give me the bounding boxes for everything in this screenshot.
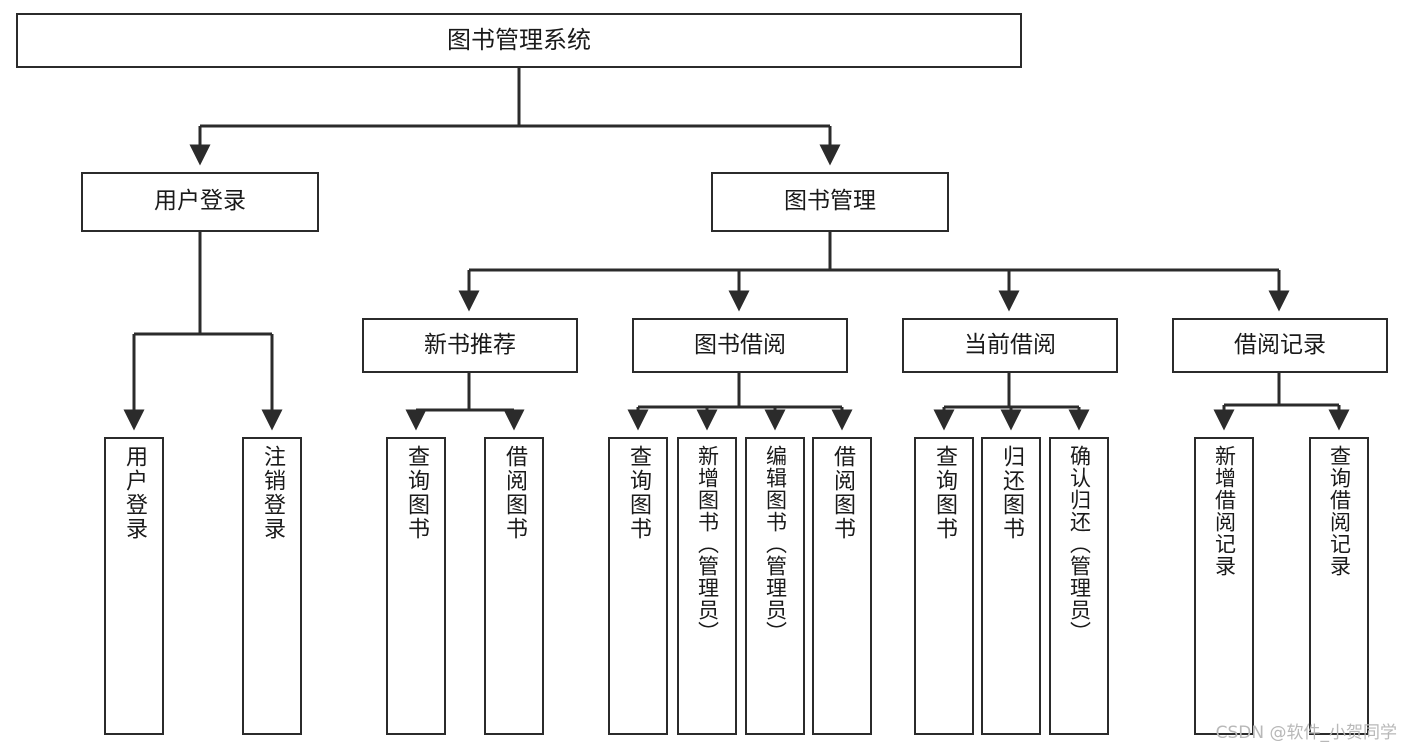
node-new-book-recommendation[interactable]: 新书推荐 [362,318,578,373]
node-label: 图书借阅 [694,331,786,358]
node-label: 查询图书 [404,445,429,541]
node-label: 新增图书（管理员） [695,445,720,643]
leaf-confirm-return-admin[interactable]: 确认归还（管理员） [1049,437,1109,735]
leaf-query-book-cb[interactable]: 查询图书 [914,437,974,735]
node-label: 编辑图书（管理员） [763,445,788,643]
node-label: 新增借阅记录 [1212,445,1237,577]
node-label: 借阅记录 [1234,331,1326,358]
node-label: 用户登录 [122,445,147,541]
node-label: 借阅图书 [830,445,855,541]
node-label: 用户登录 [154,188,246,215]
leaf-query-book-bb[interactable]: 查询图书 [608,437,668,735]
leaf-add-book-admin[interactable]: 新增图书（管理员） [677,437,737,735]
leaf-return-book[interactable]: 归还图书 [981,437,1041,735]
node-book-management[interactable]: 图书管理 [711,172,949,232]
node-label: 借阅图书 [502,445,527,541]
node-label: 当前借阅 [964,331,1056,358]
csdn-watermark: CSDN @软件_小贺同学 [1215,723,1397,743]
leaf-query-borrow-record[interactable]: 查询借阅记录 [1309,437,1369,735]
node-label: 新书推荐 [424,331,516,358]
leaf-borrow-book-nbr[interactable]: 借阅图书 [484,437,544,735]
leaf-user-login[interactable]: 用户登录 [104,437,164,735]
node-label: 归还图书 [999,445,1024,541]
leaf-logout[interactable]: 注销登录 [242,437,302,735]
node-current-borrowing[interactable]: 当前借阅 [902,318,1118,373]
node-label: 查询借阅记录 [1327,445,1352,577]
node-label: 图书管理 [784,188,876,215]
node-borrow-records[interactable]: 借阅记录 [1172,318,1388,373]
node-user-login[interactable]: 用户登录 [81,172,319,232]
node-label: 查询图书 [932,445,957,541]
leaf-add-borrow-record[interactable]: 新增借阅记录 [1194,437,1254,735]
node-label: 注销登录 [260,445,285,541]
node-label: 确认归还（管理员） [1067,445,1092,643]
node-label: 查询图书 [626,445,651,541]
leaf-edit-book-admin[interactable]: 编辑图书（管理员） [745,437,805,735]
leaf-query-book-nbr[interactable]: 查询图书 [386,437,446,735]
node-root-system[interactable]: 图书管理系统 [16,13,1022,68]
leaf-borrow-book-bb[interactable]: 借阅图书 [812,437,872,735]
node-label: 图书管理系统 [447,26,591,55]
node-book-borrowing[interactable]: 图书借阅 [632,318,848,373]
